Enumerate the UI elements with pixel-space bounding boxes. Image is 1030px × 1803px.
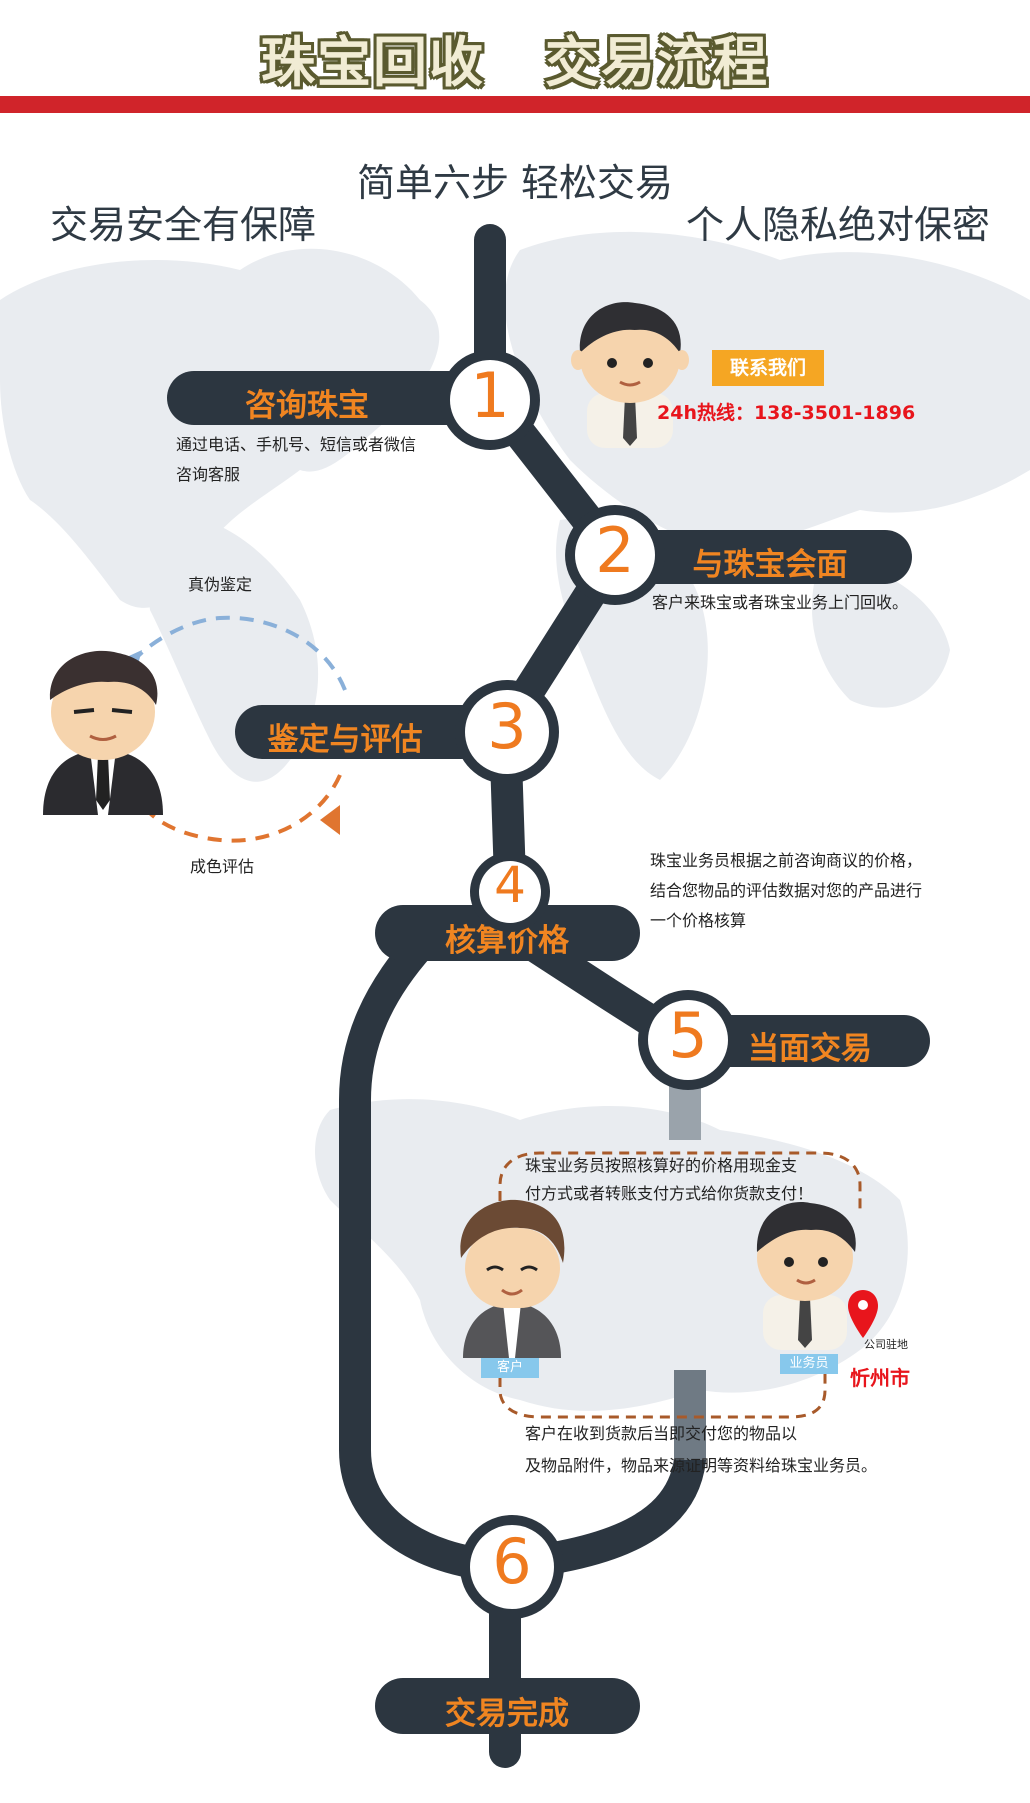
step-4-desc-line: 一个价格核算 <box>650 911 747 930</box>
step-4-description: 珠宝业务员根据之前咨询商议的价格， 结合您物品的评估数据对您的产品进行 一个价格… <box>650 846 922 936</box>
step-4-badge: 4 <box>470 852 550 932</box>
slogan-right: 个人隐私绝对保密 <box>686 203 991 247</box>
step-2-pill: 与珠宝会面 <box>600 530 912 584</box>
title-part-recycle: 珠宝回收 <box>261 31 485 94</box>
step-2-number: 2 <box>595 514 635 587</box>
step-3-badge: 3 <box>455 680 559 784</box>
page-title: 珠宝回收交易流程 <box>0 18 1030 97</box>
step-2-badge: 2 <box>565 505 665 605</box>
transaction-dashed-frames <box>498 1151 862 1419</box>
step-1-desc-line: 通过电话、手机号、短信或者微信 <box>176 435 417 454</box>
step-6-title: 交易完成 <box>445 1696 569 1732</box>
appraiser-avatar-icon <box>43 650 163 815</box>
appraisal-quality-label: 成色评估 <box>190 857 255 876</box>
step-4-desc-line: 结合您物品的评估数据对您的产品进行 <box>650 881 923 900</box>
contact-us-button[interactable]: 联系我们 <box>712 350 824 386</box>
step-1-pill: 咨询珠宝 <box>167 371 477 425</box>
payment-description: 珠宝业务员按照核算好的价格用现金支 付方式或者转账支付方式给你货款支付！ <box>525 1152 813 1208</box>
step-3-number: 3 <box>487 690 527 763</box>
appraisal-authenticity-label: 真伪鉴定 <box>188 575 253 594</box>
step-2-desc-line: 客户来珠宝或者珠宝业务上门回收。 <box>652 593 909 612</box>
title-part-process: 交易流程 <box>545 31 769 94</box>
step-1-number: 1 <box>470 359 510 432</box>
step-6-number: 6 <box>492 1525 532 1598</box>
step-5-badge: 5 <box>638 990 738 1090</box>
step-2-description: 客户来珠宝或者珠宝业务上门回收。 <box>652 588 908 618</box>
step-6-pill: 交易完成 <box>375 1678 640 1734</box>
location-pin-icon <box>848 1290 878 1338</box>
header-divider <box>0 96 1030 113</box>
customer-tag: 客户 <box>481 1358 539 1378</box>
staff-avatar-icon <box>571 302 689 448</box>
step-3-pill: 鉴定与评估 <box>235 705 495 759</box>
step-6-badge: 6 <box>460 1515 564 1619</box>
salesperson-tag: 业务员 <box>780 1354 838 1374</box>
step-1-title: 咨询珠宝 <box>245 388 369 424</box>
slogan-left: 交易安全有保障 <box>50 203 317 247</box>
customer-avatar-icon <box>460 1199 565 1358</box>
step-1-badge: 1 <box>440 350 540 450</box>
handover-description: 客户在收到货款后当即交付您的物品以 及物品附件，物品来源证明等资料给珠宝业务员。 <box>525 1418 877 1482</box>
handover-desc-line: 客户在收到货款后当即交付您的物品以 <box>525 1424 798 1443</box>
step-5-title: 当面交易 <box>748 1031 872 1067</box>
handover-desc-line: 及物品附件，物品来源证明等资料给珠宝业务员。 <box>525 1456 878 1475</box>
step-5-number: 5 <box>668 999 708 1072</box>
payment-desc-line: 珠宝业务员按照核算好的价格用现金支 <box>525 1156 798 1175</box>
step-3-title: 鉴定与评估 <box>267 722 423 758</box>
hotline-text: 24h热线：138-3501-1896 <box>657 402 916 424</box>
slogan-center: 简单六步 轻松交易 <box>356 161 674 205</box>
step-1-description: 通过电话、手机号、短信或者微信 咨询客服 <box>176 430 416 490</box>
step-1-desc-line: 咨询客服 <box>176 465 241 484</box>
salesperson-avatar-icon <box>756 1202 856 1350</box>
step-4-desc-line: 珠宝业务员根据之前咨询商议的价格， <box>650 851 923 870</box>
city-label: 忻州市 <box>850 1366 910 1390</box>
company-location-label: 公司驻地 <box>864 1338 908 1351</box>
step-2-title: 与珠宝会面 <box>692 547 848 583</box>
step-4-number: 4 <box>494 856 526 914</box>
payment-desc-line: 付方式或者转账支付方式给你货款支付！ <box>525 1184 814 1203</box>
